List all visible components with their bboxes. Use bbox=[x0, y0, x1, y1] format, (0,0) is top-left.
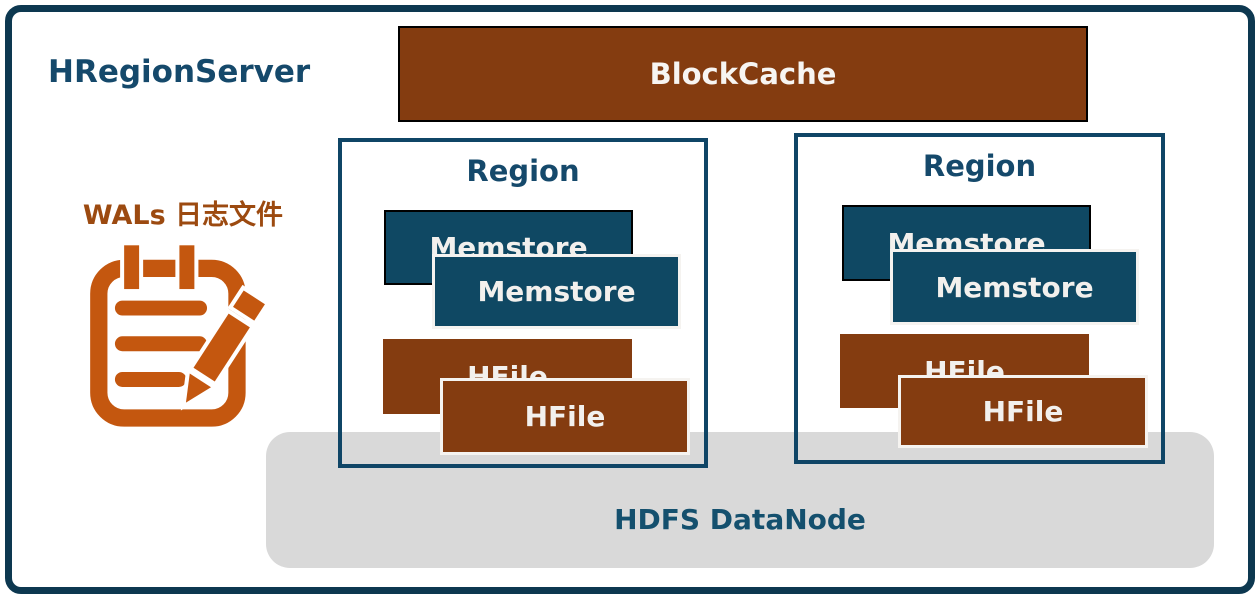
region-title: Region bbox=[922, 149, 1037, 183]
hfile-box: HFile bbox=[440, 378, 690, 455]
hdfs-datanode-band bbox=[266, 432, 1214, 568]
wal-label: WALs 日志文件 bbox=[82, 200, 284, 231]
clipboard-pencil-icon bbox=[80, 241, 271, 433]
memstore-box: Memstore bbox=[890, 249, 1139, 325]
region-title: Region bbox=[466, 154, 580, 188]
hfile-box: HFile bbox=[898, 375, 1148, 448]
region-box-right: Region bbox=[794, 133, 1165, 464]
blockcache-label: BlockCache bbox=[649, 57, 837, 91]
blockcache-box: BlockCache bbox=[398, 26, 1088, 122]
hfile-label: HFile bbox=[982, 395, 1064, 428]
hfile-label: HFile bbox=[524, 400, 606, 433]
hregionserver-title: HRegionServer bbox=[48, 54, 311, 90]
memstore-box: Memstore bbox=[432, 254, 681, 329]
memstore-label: Memstore bbox=[477, 275, 636, 308]
region-box-left: Region bbox=[338, 138, 708, 468]
hdfs-datanode-label: HDFS DataNode bbox=[614, 503, 866, 536]
memstore-label: Memstore bbox=[935, 270, 1094, 304]
